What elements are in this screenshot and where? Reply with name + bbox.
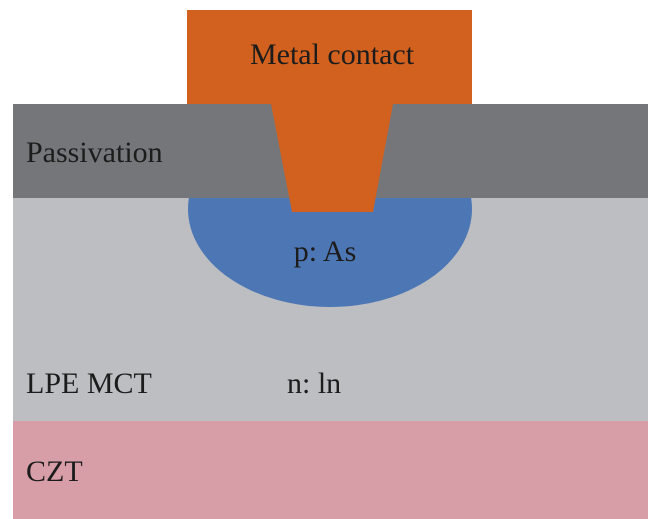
- p-region-label: p: As: [294, 235, 357, 268]
- metal-contact-label: Metal contact: [250, 38, 415, 71]
- n-doping-label: n: ln: [287, 367, 341, 400]
- metal-contact: [187, 10, 472, 212]
- czt-substrate-layer: [13, 421, 648, 519]
- passivation-label: Passivation: [26, 136, 163, 169]
- czt-label: CZT: [26, 455, 83, 488]
- lpe-mct-label: LPE MCT: [26, 367, 152, 400]
